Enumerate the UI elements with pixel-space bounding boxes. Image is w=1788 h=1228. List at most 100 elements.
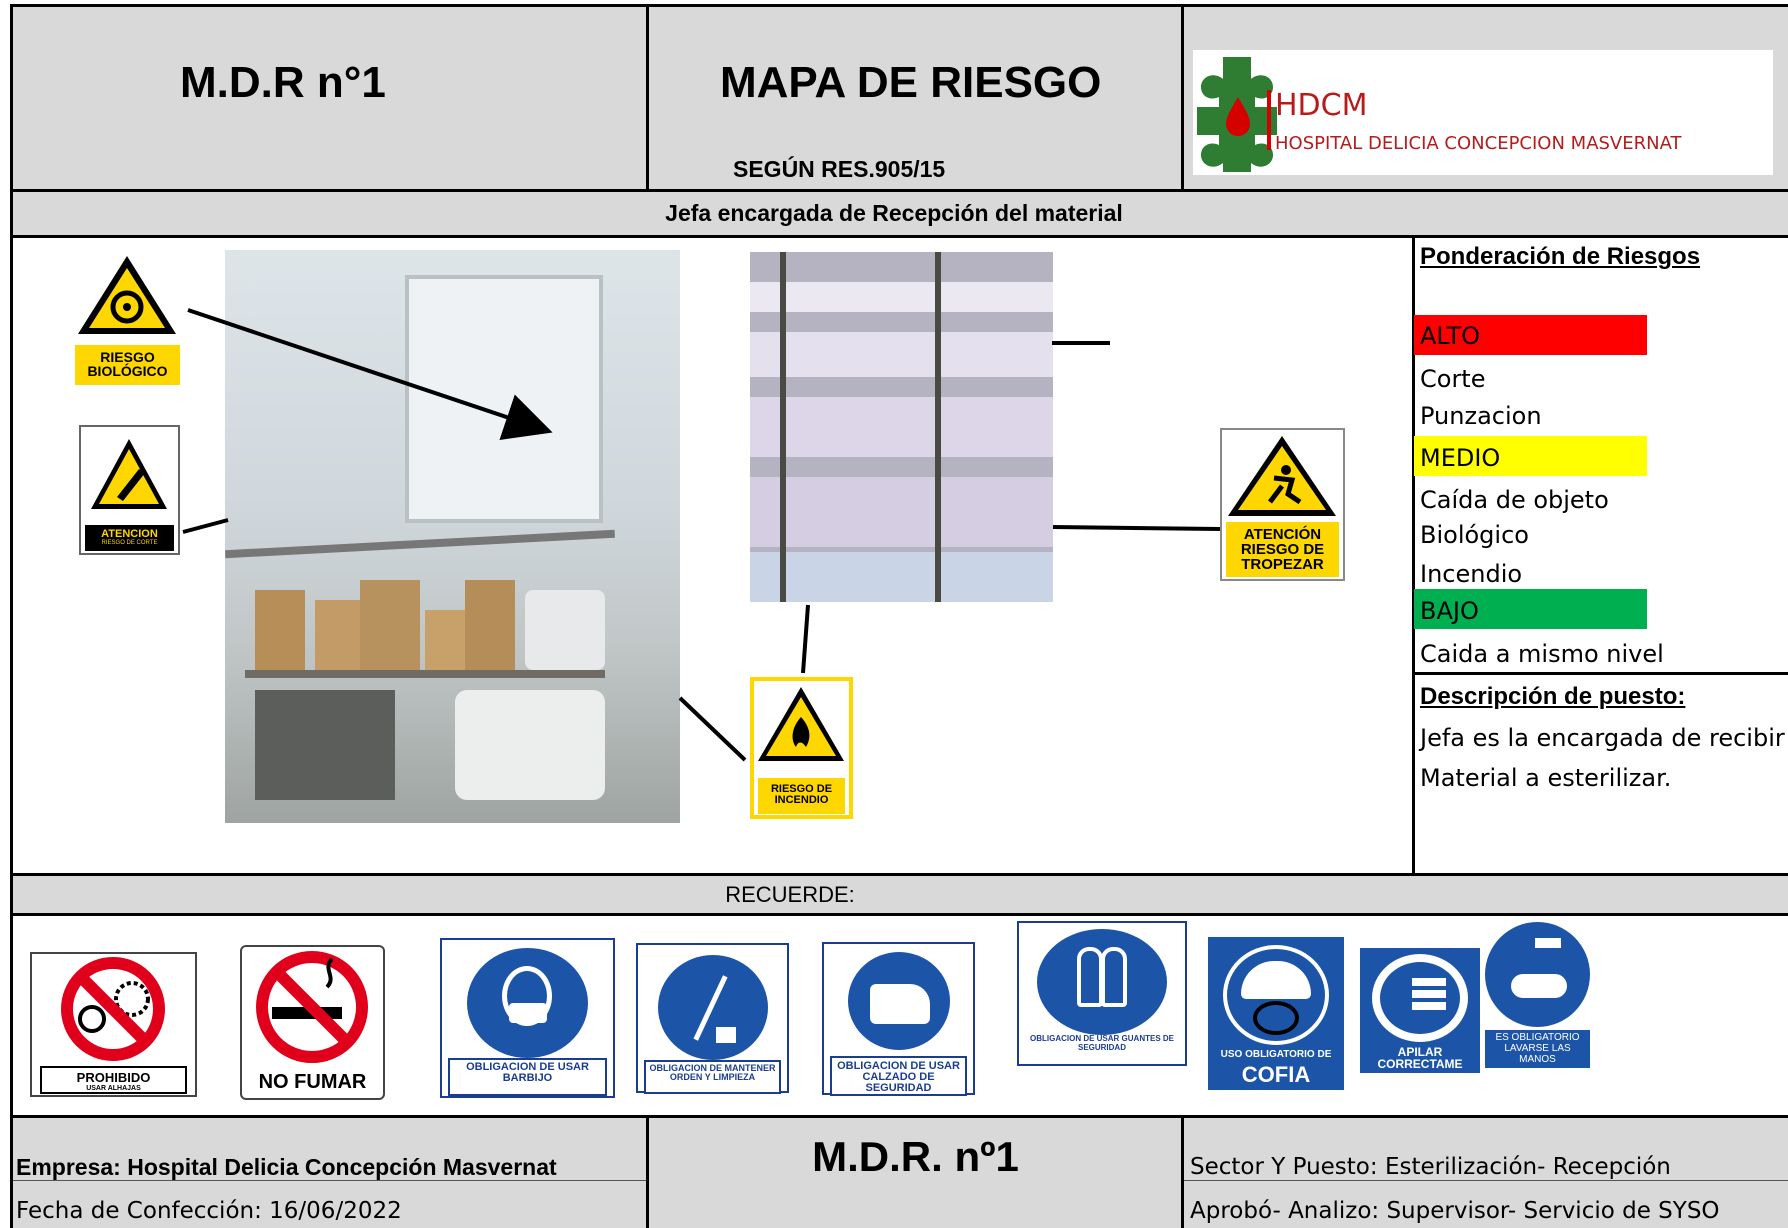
no-jewelry-small: USAR ALHAJAS <box>86 1085 141 1092</box>
paper-rolls <box>455 690 605 800</box>
cut-hazard-label: ATENCION <box>101 528 158 540</box>
dark-floor <box>255 690 395 800</box>
header-code-cell <box>10 5 648 191</box>
subheader-title: Jefa encargada de Recepción del material <box>665 200 1123 226</box>
no-smoking-icon <box>256 951 368 1063</box>
grid-line <box>1181 1115 1184 1228</box>
footer-date: Fecha de Confección: 16/06/2022 <box>16 1198 402 1224</box>
trip-hazard-label: ATENCIÓN RIESGO DE TROPEZAR <box>1226 522 1339 577</box>
shoe-shape <box>870 984 930 1024</box>
header-title-cell <box>648 5 1183 191</box>
handwash-icon <box>1485 922 1590 1027</box>
grid-line-thin <box>10 1180 648 1181</box>
grid-line <box>10 4 1788 7</box>
grid-line <box>10 189 1788 192</box>
risk-high-label: ALTO <box>1420 322 1481 350</box>
gloves-label: OBLIGACION DE USAR GUANTES DE SEGURIDAD <box>1029 1034 1174 1052</box>
risk-medium-item: Incendio <box>1420 560 1523 588</box>
box <box>425 610 465 670</box>
puzzle-cross-icon <box>1197 57 1277 172</box>
stack-line <box>1412 1002 1446 1010</box>
box <box>255 590 305 670</box>
description-line: Jefa es la encargada de recibir <box>1420 724 1785 752</box>
face-outline <box>502 966 552 1026</box>
hands <box>1511 974 1567 998</box>
paper-rolls <box>525 590 605 670</box>
grid-line <box>646 1115 649 1228</box>
footer-left-cell <box>10 1117 648 1228</box>
legend-divider <box>1412 236 1415 874</box>
reminder-cell <box>10 874 1788 914</box>
description-line: Material a esterilizar. <box>1420 764 1672 792</box>
risk-high-item: Corte <box>1420 365 1486 393</box>
shelves-photo <box>750 252 1053 602</box>
logo-acronym: HDCM <box>1275 88 1368 123</box>
glove-left <box>1077 947 1103 1007</box>
safety-shoes-sign: OBLIGACION DE USAR CALZADO DE SEGURIDAD <box>822 942 975 1096</box>
package-stack <box>750 397 1053 457</box>
cap-label: USO OBLIGATORIO DE <box>1220 1049 1332 1060</box>
fire-hazard-sign: RIESGO DE INCENDIO <box>750 677 853 819</box>
order-cleaning-sign: OBLIGACION DE MANTENER ORDEN Y LIMPIEZA <box>636 943 789 1094</box>
cap-shape <box>1241 961 1311 999</box>
hospital-logo: HDCM HOSPITAL DELICIA CONCEPCION MASVERN… <box>1193 50 1773 175</box>
biohazard-arrow <box>187 308 553 441</box>
bucket <box>716 1027 736 1043</box>
mask-shape <box>509 1003 547 1023</box>
cut-hazard-icon <box>91 439 167 509</box>
cap-label-big: COFIA <box>1241 1062 1311 1087</box>
package-stack <box>750 282 1053 312</box>
reminder-label: RECUERDE: <box>725 882 855 907</box>
no-smoking-sign: NO FUMAR <box>240 945 385 1100</box>
grid-line <box>10 1115 1788 1118</box>
face <box>1253 1001 1299 1035</box>
risk-high-swatch <box>1414 315 1647 355</box>
risk-medium-item: Caída de objeto <box>1420 486 1609 514</box>
risk-medium-label: MEDIO <box>1420 444 1501 472</box>
cap-sign: USO OBLIGATORIO DE COFIA <box>1208 937 1344 1090</box>
mask-sign: OBLIGACION DE USAR BARBIJO <box>440 938 615 1098</box>
no-jewelry-label: PROHIBIDO <box>76 1070 151 1085</box>
no-jewelry-band: PROHIBIDO USAR ALHAJAS <box>40 1066 187 1094</box>
fire-line-vertical <box>801 604 810 674</box>
legend-separator <box>1412 672 1788 675</box>
package-stack <box>750 477 1053 547</box>
grid-line <box>646 4 649 191</box>
stack-icon <box>1372 954 1468 1042</box>
gloves-icon <box>1037 929 1167 1035</box>
risk-medium-swatch <box>1414 436 1647 476</box>
cap-icon <box>1223 945 1329 1045</box>
cut-hazard-small: RIESGO DE CORTE <box>101 540 158 546</box>
description-title: Descripción de puesto: <box>1420 683 1686 710</box>
no-jewelry-sign: PROHIBIDO USAR ALHAJAS <box>30 952 197 1097</box>
biohazard-sign: RIESGO BIOLÓGICO <box>75 252 180 385</box>
trip-line <box>1052 525 1221 531</box>
storage-room-photo <box>225 250 680 823</box>
grid-line <box>10 913 1788 916</box>
risk-low-item: Caida a mismo nivel <box>1420 640 1664 668</box>
stack-circle-inner <box>1380 962 1460 1034</box>
risk-low-label: BAJO <box>1420 597 1479 625</box>
broom-icon <box>658 955 768 1060</box>
biohazard-icon <box>78 256 176 334</box>
shelf-mid <box>245 670 605 678</box>
trip-hazard-sign: ATENCIÓN RIESGO DE TROPEZAR <box>1220 428 1345 581</box>
window <box>405 275 603 523</box>
package-stack <box>750 552 1053 602</box>
footer-center-cell <box>648 1117 1183 1228</box>
resolution-label: SEGÚN RES.905/15 <box>733 156 946 182</box>
grid-line <box>10 235 1788 238</box>
grid-line-thin <box>1183 1180 1788 1181</box>
footer-code: M.D.R. nº1 <box>812 1133 1019 1180</box>
legend-title: Ponderación de Riesgos <box>1420 243 1701 270</box>
grid-line <box>1181 4 1184 191</box>
risk-medium-item: Biológico <box>1420 521 1529 549</box>
handwash-label: ES OBLIGATORIO LAVARSE LAS MANOS <box>1485 1030 1590 1068</box>
grid-line <box>10 873 1788 876</box>
subheader-cell <box>10 191 1788 236</box>
gloves-sign: OBLIGACION DE USAR GUANTES DE SEGURIDAD <box>1017 921 1187 1066</box>
stack-line <box>1412 978 1446 986</box>
page-title: MAPA DE RIESGO <box>720 58 1102 107</box>
safety-shoes-label: OBLIGACION DE USAR CALZADO DE SEGURIDAD <box>830 1056 967 1096</box>
logo-divider <box>1267 90 1271 150</box>
